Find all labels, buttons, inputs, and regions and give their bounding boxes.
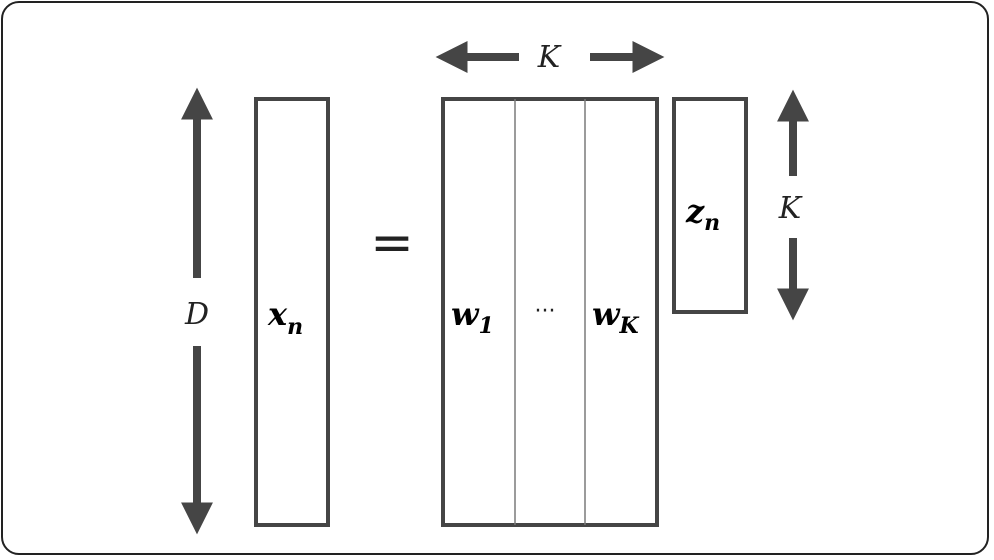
x-vector-label: xn bbox=[267, 295, 303, 340]
z-subscript: n bbox=[704, 210, 720, 236]
x-subscript: n bbox=[287, 314, 303, 340]
x-symbol: x bbox=[267, 295, 288, 333]
z-vector: zn bbox=[672, 97, 748, 314]
z-symbol: z bbox=[685, 192, 705, 230]
ellipsis: ··· bbox=[535, 299, 556, 324]
k-width-label: K bbox=[537, 40, 562, 75]
d-dimension-label: D bbox=[184, 297, 209, 332]
k-height-arrow: K bbox=[777, 89, 809, 321]
w1-subscript: 1 bbox=[479, 313, 494, 339]
wk-symbol: w bbox=[592, 295, 621, 333]
w-matrix: w1 ··· wK bbox=[441, 97, 659, 527]
z-vector-box bbox=[672, 97, 748, 314]
x-vector-box bbox=[254, 97, 330, 527]
d-dimension-arrow: D bbox=[181, 87, 213, 535]
w1-symbol: w bbox=[451, 295, 480, 333]
wk-subscript: K bbox=[619, 313, 640, 339]
k-height-label: K bbox=[778, 191, 803, 226]
w-matrix-box bbox=[441, 97, 659, 527]
wk-column-label: wK bbox=[592, 295, 640, 339]
w1-column-label: w1 bbox=[451, 295, 494, 339]
equals-sign: = bbox=[370, 213, 414, 273]
x-vector: xn bbox=[254, 97, 330, 527]
k-width-arrow: K bbox=[435, 40, 665, 75]
z-vector-label: zn bbox=[685, 192, 720, 236]
